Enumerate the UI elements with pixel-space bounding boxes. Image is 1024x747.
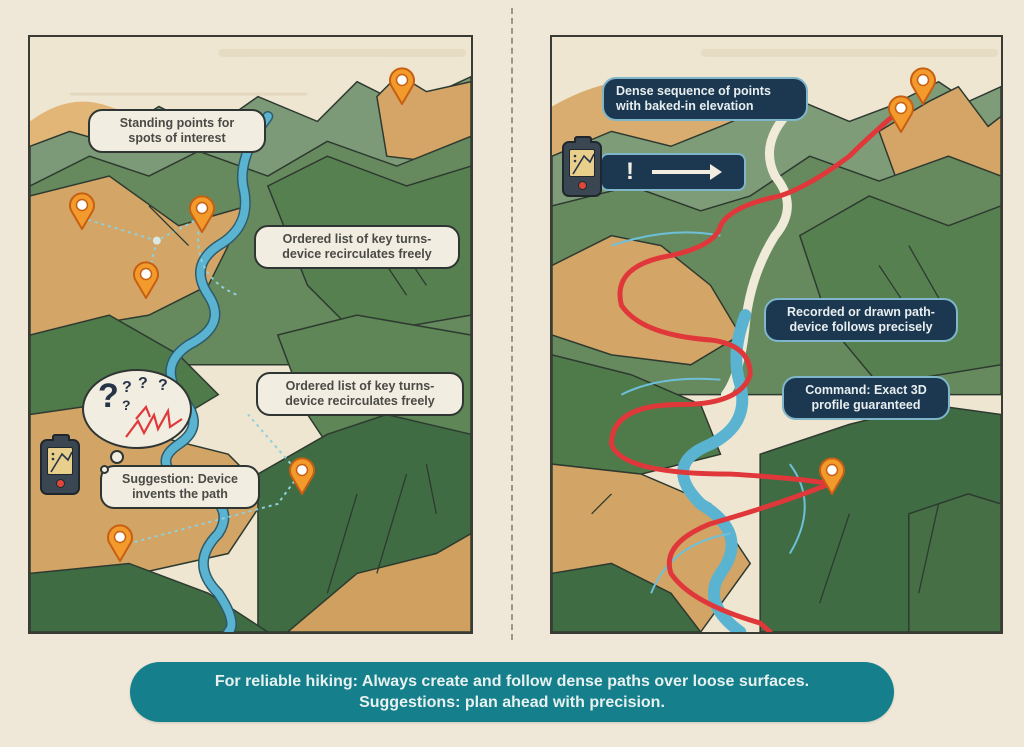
panel-divider [511,8,513,640]
callout-ordered-list-1: Ordered list of key turns- device recirc… [254,225,460,269]
command-box: ! [600,153,746,191]
callout-suggestion: Suggestion: Device invents the path [100,465,260,509]
callout-standing-points: Standing points for spots of interest [88,109,266,153]
map-pin-icon[interactable] [106,524,134,562]
callout-line: Suggestion: Device [122,472,238,486]
confusion-thought-bubble: ? ? ? ? ? [82,369,192,449]
callout-line: Ordered list of key turns- [282,232,432,246]
question-mark-icon: ? [158,377,168,394]
callout-line: Dense sequence of points [616,84,771,98]
question-mark-icon: ? [138,375,148,392]
map-pin-icon[interactable] [887,95,915,133]
callout-line: device follows precisely [789,320,933,334]
callout-line: Ordered list of key turns- [285,379,435,393]
map-pin-icon[interactable] [818,457,846,495]
callout-dense-sequence: Dense sequence of points with baked-in e… [602,77,808,121]
callout-line: Command: Exact 3D [805,383,927,397]
map-pin-icon[interactable] [68,192,96,230]
footer-banner: For reliable hiking: Always create and f… [130,662,894,722]
map-pin-icon[interactable] [188,195,216,233]
map-pin-icon[interactable] [132,261,160,299]
callout-line: spots of interest [128,131,226,145]
question-mark-icon: ? [122,397,131,413]
map-pin-icon[interactable] [388,67,416,105]
zigzag-confusion-icon [125,404,183,438]
map-pin-icon[interactable] [288,457,316,495]
gps-device-icon [562,136,602,197]
callout-ordered-list-2: Ordered list of key turns- device recirc… [256,372,464,416]
callout-line: device recirculates freely [285,394,435,408]
callout-line: Recorded or drawn path- [787,305,935,319]
callout-line: profile guaranteed [811,398,921,412]
question-mark-icon: ? [98,377,119,415]
map-pin-icon[interactable] [909,67,937,105]
thought-dot [110,450,124,464]
right-panel-dense-track: Dense sequence of points with baked-in e… [550,35,1003,634]
thought-dot [100,465,109,474]
gps-device-icon [40,434,80,495]
callout-line: invents the path [132,487,228,501]
callout-line: Standing points for [119,116,235,130]
footer-line-2: Suggestions: plan ahead with precision. [359,694,665,711]
callout-recorded-path: Recorded or drawn path- device follows p… [764,298,958,342]
question-mark-icon: ? [122,379,132,396]
arrow-right-icon [652,164,722,180]
callout-command-3d: Command: Exact 3D profile guaranteed [782,376,950,420]
left-panel-waypoints: Standing points for spots of interest Or… [28,35,473,634]
callout-line: device recirculates freely [282,247,432,261]
left-landscape-illustration [30,37,471,632]
exclamation-icon: ! [626,158,634,185]
footer-line-1: For reliable hiking: Always create and f… [214,673,810,690]
callout-line: with baked-in elevation [616,99,754,113]
